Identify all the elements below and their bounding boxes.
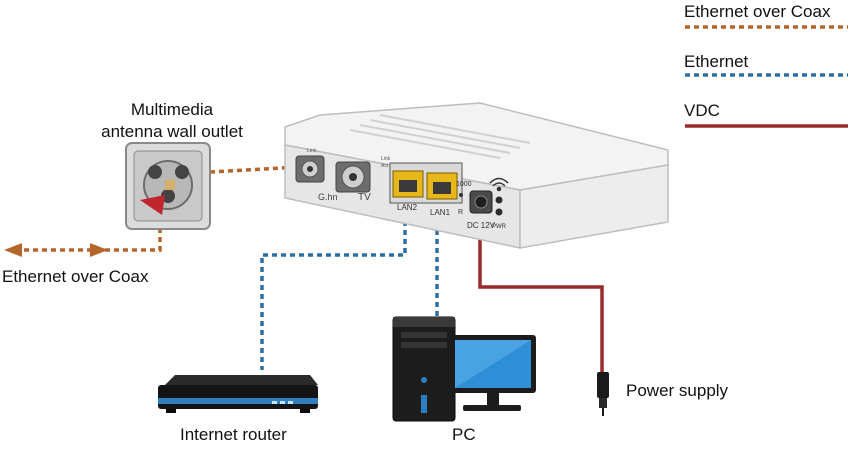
coax-arrow-right-icon	[90, 243, 108, 257]
legend-label-vdc: VDC	[684, 101, 720, 120]
wifi-icon	[489, 177, 509, 192]
device-label-lan2: LAN2	[397, 203, 418, 212]
gigabit-device: G.hn TV LAN2 LAN1 1000 R DC 12V PWR Link…	[284, 102, 669, 249]
legend	[685, 25, 848, 128]
tv-port[interactable]	[335, 161, 371, 193]
device-label-reset: R	[458, 209, 463, 216]
device-label-pwr: PWR	[492, 224, 507, 230]
ethernet-over-coax-label: Ethernet over Coax	[2, 267, 149, 286]
device-label-dc: DC 12V	[467, 221, 496, 230]
power-supply-plug	[597, 372, 609, 416]
ghn-port[interactable]	[295, 155, 325, 183]
led-indicator-1	[495, 196, 503, 204]
device-label-lan1: LAN1	[430, 208, 451, 217]
legend-label-ethernet: Ethernet	[684, 52, 749, 71]
device-label-link: Link	[307, 148, 317, 154]
device-label-ghn: G.hn	[318, 192, 338, 202]
vdc-cable	[478, 205, 604, 372]
internet-router-label: Internet router	[180, 425, 287, 444]
wall-outlet-title-line2: antenna wall outlet	[101, 122, 243, 141]
legend-label-coax: Ethernet over Coax	[684, 2, 831, 21]
pc-label: PC	[452, 425, 476, 444]
power-supply-label: Power supply	[626, 381, 729, 400]
ethernet-cable-lan2-router	[260, 212, 407, 370]
lan2-port[interactable]	[392, 170, 424, 198]
pc	[392, 316, 536, 422]
device-label-1000: 1000	[456, 181, 472, 188]
coax-arrow-left-icon	[4, 243, 22, 257]
wall-outlet-title: Multimedia antenna wall outlet	[92, 99, 252, 143]
antenna-wall-outlet	[125, 142, 211, 230]
internet-router	[158, 375, 318, 413]
reset-button[interactable]	[459, 193, 463, 197]
lan1-port[interactable]	[426, 172, 458, 200]
led-indicator-2	[495, 208, 503, 216]
device-label-tv: TV	[358, 192, 371, 203]
dc-jack[interactable]	[469, 190, 493, 214]
wall-outlet-title-line1: Multimedia	[130, 100, 214, 119]
